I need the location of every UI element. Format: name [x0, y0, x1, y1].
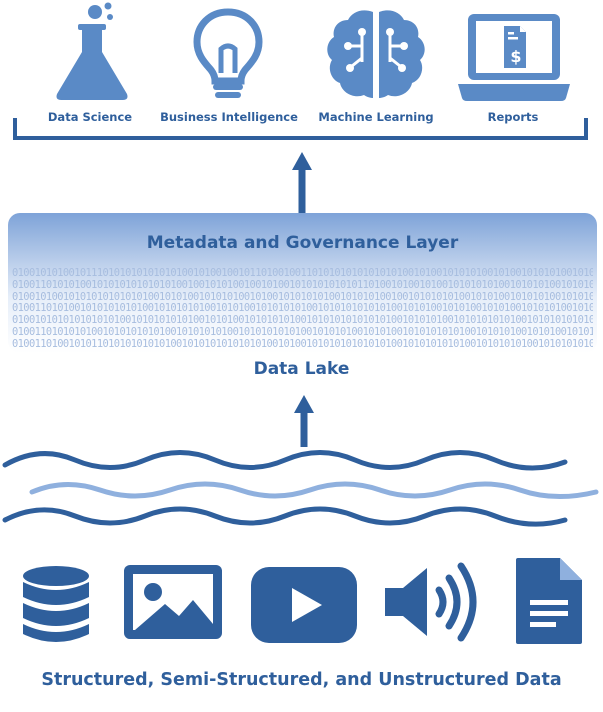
metadata-governance-layer: Metadata and Governance Layer 0100101010…: [8, 213, 597, 353]
audio-speaker-icon: [385, 562, 477, 642]
binary-row: 0100101010010111010101010101010010100100…: [12, 268, 593, 279]
database-icon: [23, 566, 89, 642]
wave-top: [2, 450, 568, 471]
consumer-label-data-science: Data Science: [47, 110, 133, 124]
data-lake-label: Data Lake: [253, 359, 350, 379]
brain-icon: [327, 10, 425, 99]
consumers-bracket: [13, 118, 588, 140]
document-icon: [516, 558, 582, 644]
wave-middle: [29, 481, 599, 500]
governance-layer-label: Metadata and Governance Layer: [146, 233, 459, 253]
binary-row: 0100101010101010101001010101010100101010…: [12, 315, 593, 327]
binary-row: 0100110101010010101010101010100100101010…: [12, 279, 593, 291]
up-arrow-lower: [294, 395, 314, 447]
data-sources-label: Structured, Semi-Structured, and Unstruc…: [41, 670, 562, 690]
binary-row: 0100110101001010101010100101010101001010…: [12, 303, 593, 315]
up-arrow-upper: [292, 152, 312, 214]
binary-row: 0100110100101011010101010101001010101010…: [12, 338, 593, 350]
binary-data-pattern: 0100101010010111010101010101010010100100…: [12, 268, 593, 351]
video-play-icon: [251, 567, 357, 643]
consumer-label-business-intelligence: Business Intelligence: [160, 110, 298, 124]
image-icon: [124, 565, 222, 639]
wave-bottom: [2, 506, 568, 527]
consumer-label-reports: Reports: [487, 110, 539, 124]
binary-row: 0100110101010100101010101010010101010100…: [12, 326, 593, 338]
data-streams-waves: [2, 450, 599, 527]
binary-row: 0100101001010101010101010010101001010101…: [12, 291, 593, 303]
svg-text:$: $: [510, 47, 521, 66]
consumer-label-machine-learning: Machine Learning: [318, 110, 434, 124]
flask-icon: [56, 2, 128, 100]
laptop-report-icon: $: [458, 14, 570, 101]
lightbulb-icon: [193, 8, 263, 98]
